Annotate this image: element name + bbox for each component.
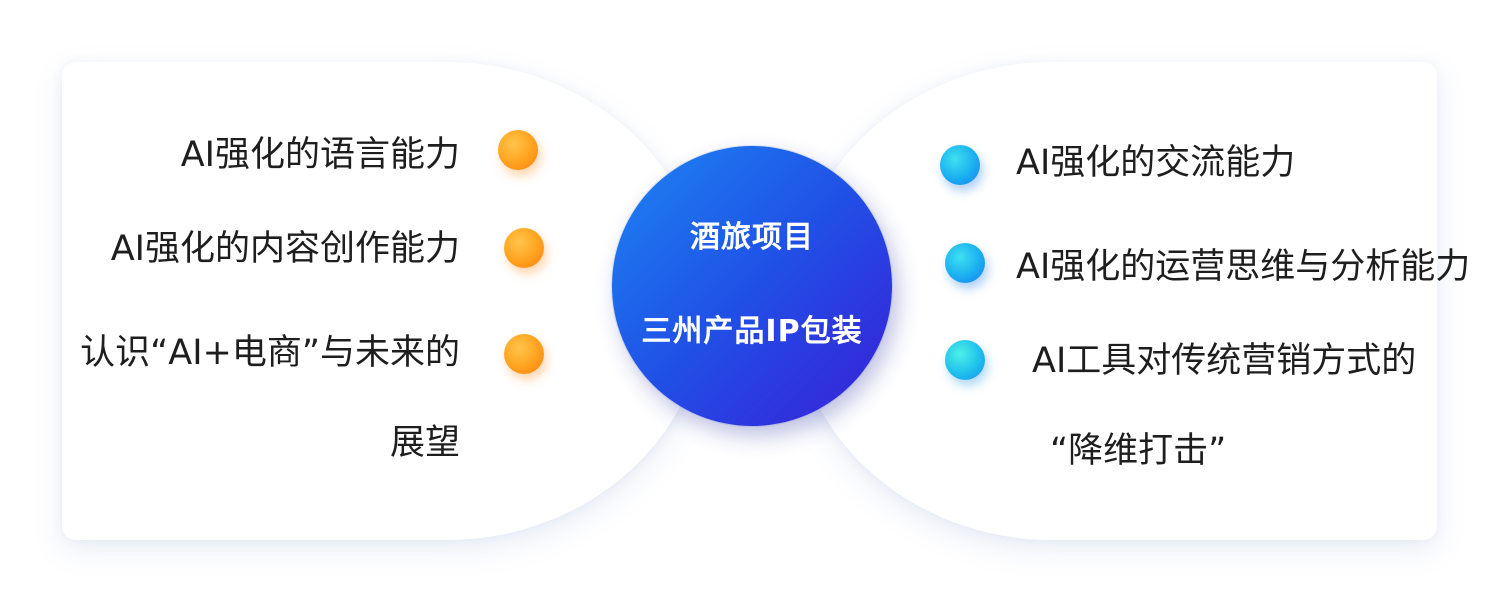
center-circle: 酒旅项目 三州产品IP包装 [612, 146, 892, 426]
left-item-3-text-line-1: 认识“AI+电商”与未来的 [80, 333, 460, 373]
left-panel [62, 62, 707, 540]
right-item-3-text-line-1: AI工具对传统营销方式的 [1032, 341, 1417, 381]
right-item-3-text-line-2: “降维打击” [1050, 431, 1227, 471]
right-panel [792, 62, 1437, 540]
left-item-1: AI强化的语言能力 [181, 110, 460, 200]
left-item-2-dot-icon [504, 228, 544, 268]
left-item-1-dot-icon [498, 130, 538, 170]
right-item-2-dot-icon [945, 243, 985, 283]
right-item-2: AI强化的运营思维与分析能力 [1016, 222, 1470, 312]
left-item-3-dot-icon [504, 334, 544, 374]
center-title-line-2: 三州产品IP包装 [641, 314, 863, 349]
right-item-2-text: AI强化的运营思维与分析能力 [1016, 247, 1471, 287]
center-title-line-1: 酒旅项目 [690, 220, 814, 255]
left-item-2: AI强化的内容创作能力 [111, 204, 460, 294]
right-item-3: AI工具对传统营销方式的 “降维打击” [1032, 316, 1416, 496]
left-item-3: 认识“AI+电商”与未来的 展望 [80, 308, 460, 488]
left-item-3-text-line-2: 展望 [389, 423, 460, 463]
left-item-1-text: AI强化的语言能力 [180, 135, 460, 175]
right-item-1-text: AI强化的交流能力 [1016, 143, 1296, 183]
right-item-1: AI强化的交流能力 [1016, 118, 1295, 208]
right-item-3-dot-icon [945, 340, 985, 380]
right-item-1-dot-icon [940, 145, 980, 185]
left-item-2-text: AI强化的内容创作能力 [110, 229, 460, 269]
